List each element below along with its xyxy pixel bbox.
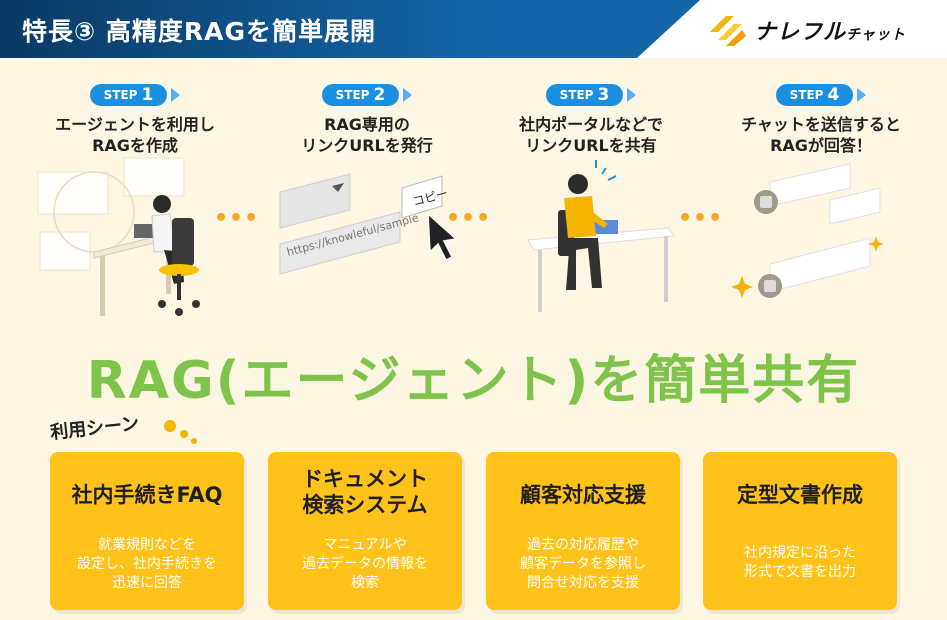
logo-sub-text: チャット: [846, 27, 906, 43]
scene-dots-icon: [164, 420, 197, 444]
step-2: STEP 2 RAG専用の リンクURLを発行: [262, 84, 472, 156]
agent-creation-illustration: [37, 157, 200, 316]
card-description: 社内規定に沿った 形式で文書を出力: [703, 544, 897, 582]
step-3: STEP 3 社内ポータルなどで リンクURLを共有: [486, 84, 696, 156]
logo-main-text: ナレフル: [754, 20, 847, 45]
step-arrow-icon: [171, 88, 181, 102]
card-title-line: 検索システム: [302, 493, 428, 517]
step-description: 社内ポータルなどで リンクURLを共有: [486, 114, 696, 156]
chat-answer-illustration: [731, 163, 884, 298]
card-desc-line: マニュアルや: [323, 537, 407, 553]
scene-label: 利用シーン: [49, 413, 141, 444]
step-arrow-icon: [627, 88, 637, 102]
page-title: 特長③ 高精度RAGを簡単展開: [22, 17, 376, 46]
step-number: 1: [141, 85, 154, 105]
use-case-card-document-creation: 定型文書作成 社内規定に沿った 形式で文書を出力: [703, 452, 897, 610]
step-connector-dots: •••: [214, 206, 260, 231]
card-title: ドキュメント 検索システム: [268, 466, 462, 518]
card-desc-line: 就業規則などを: [98, 537, 196, 553]
use-case-card-faq: 社内手続きFAQ 就業規則などを 設定し、社内手続きを 迅速に回答: [50, 452, 244, 610]
url-issue-illustration: https://knowleful/sample コピー: [279, 173, 458, 275]
step-word: STEP: [789, 88, 824, 102]
step-word: STEP: [335, 88, 370, 102]
card-desc-line: 顧客データを参照し: [520, 556, 646, 572]
card-desc-line: 過去の対応履歴や: [527, 537, 639, 553]
step-badge: STEP 1: [89, 84, 168, 106]
header-bar: [0, 0, 700, 58]
main-headline: RAG(エージェント)を簡単共有: [86, 351, 861, 411]
step-line-1: エージェントを利用し: [55, 115, 215, 134]
step-line-2: RAGを作成: [92, 136, 178, 155]
logo-text: ナレフルチャット: [754, 14, 906, 46]
card-desc-line: 社内規定に沿った: [744, 545, 856, 561]
step-number: 4: [827, 85, 840, 105]
step-4: STEP 4 チャットを送信すると RAGが回答！: [716, 84, 926, 156]
card-desc-line: 検索: [351, 575, 379, 591]
step-line-1: 社内ポータルなどで: [519, 115, 663, 134]
card-description: 就業規則などを 設定し、社内手続きを 迅速に回答: [50, 536, 244, 593]
use-case-card-document-search: ドキュメント 検索システム マニュアルや 過去データの情報を 検索: [268, 452, 462, 610]
step-line-2: リンクURLを共有: [525, 136, 657, 155]
step-1: STEP 1 エージェントを利用し RAGを作成: [30, 84, 240, 156]
card-title: 社内手続きFAQ: [71, 483, 223, 507]
step-badge: STEP 3: [545, 84, 624, 106]
header: 特長③ 高精度RAGを簡単展開 ナレフルチャット: [0, 0, 947, 58]
step-line-1: チャットを送信すると: [741, 115, 901, 134]
step-word: STEP: [103, 88, 138, 102]
use-case-card-customer-support: 顧客対応支援 過去の対応履歴や 顧客データを参照し 問合せ対応を支援: [486, 452, 680, 610]
logo-mark-icon: [710, 16, 746, 46]
card-title: 顧客対応支援: [520, 483, 646, 507]
step-arrow-icon: [857, 88, 867, 102]
brand-logo: ナレフルチャット: [708, 10, 938, 50]
step-number: 2: [373, 85, 386, 105]
step-word: STEP: [559, 88, 594, 102]
step-badge: STEP 2: [321, 84, 400, 106]
step-connector-dots: •••: [446, 206, 492, 231]
step-line-2: RAGが回答！: [770, 136, 872, 155]
step-arrow-icon: [403, 88, 413, 102]
card-title: 定型文書作成: [737, 483, 863, 507]
card-desc-line: 過去データの情報を: [302, 556, 428, 572]
card-description: 過去の対応履歴や 顧客データを参照し 問合せ対応を支援: [486, 536, 680, 593]
step-description: RAG専用の リンクURLを発行: [262, 114, 472, 156]
step-line-1: RAG専用の: [324, 115, 410, 134]
card-desc-line: 設定し、社内手続きを: [77, 556, 217, 572]
step-line-2: リンクURLを発行: [301, 136, 433, 155]
card-desc-line: 形式で文書を出力: [744, 564, 856, 580]
card-title-line: ドキュメント: [302, 467, 428, 491]
step-description: チャットを送信すると RAGが回答！: [716, 114, 926, 156]
step-number: 3: [597, 85, 610, 105]
card-description: マニュアルや 過去データの情報を 検索: [268, 536, 462, 593]
portal-share-illustration: [527, 160, 675, 312]
step-description: エージェントを利用し RAGを作成: [30, 114, 240, 156]
card-desc-line: 迅速に回答: [112, 575, 182, 591]
step-badge: STEP 4: [775, 84, 854, 106]
card-desc-line: 問合せ対応を支援: [527, 575, 639, 591]
step-connector-dots: •••: [678, 206, 724, 231]
